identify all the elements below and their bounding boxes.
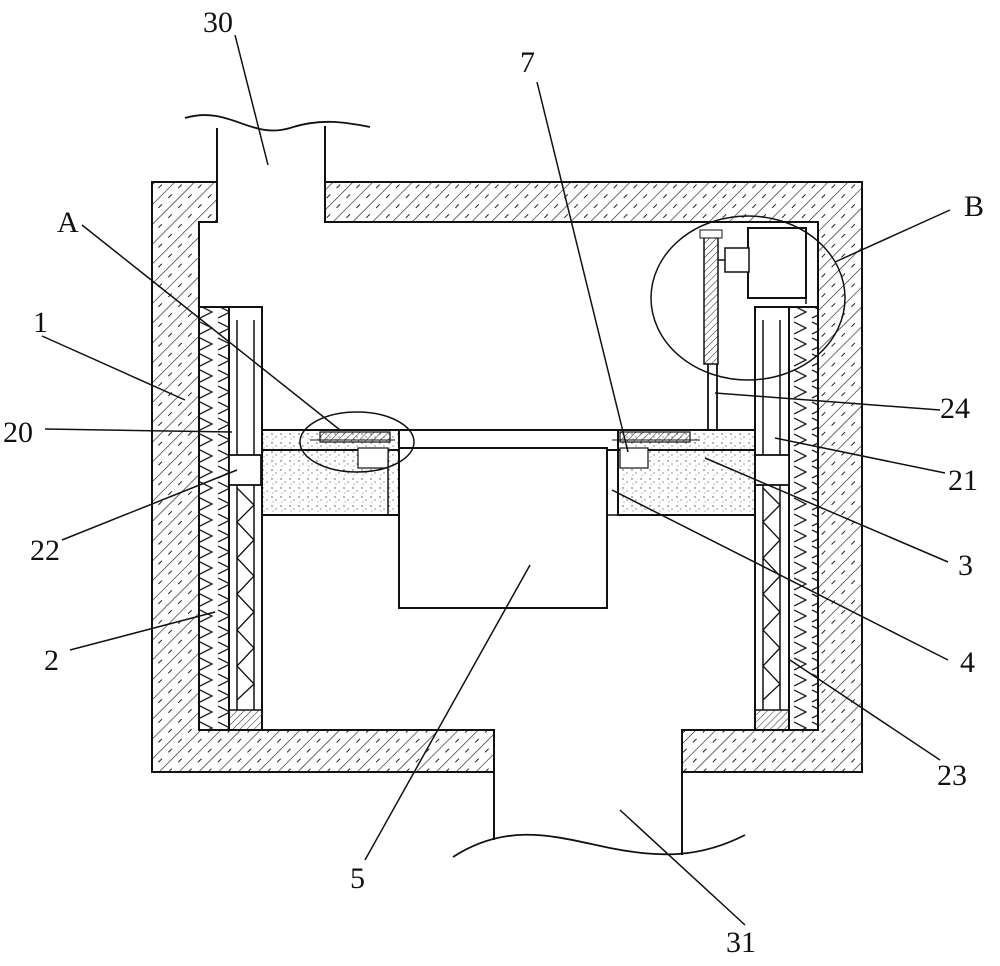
- label-24: 24: [940, 392, 970, 425]
- label-b: B: [964, 190, 984, 223]
- left-inner-wall: [198, 306, 263, 731]
- label-2: 2: [44, 644, 59, 677]
- label-30: 30: [203, 6, 233, 39]
- filter-cartridge: [387, 447, 619, 609]
- label-1: 1: [33, 306, 48, 339]
- detail-circle-b: [650, 215, 846, 381]
- detail-circle-a: [299, 411, 415, 473]
- label-22: 22: [30, 534, 60, 567]
- label-7: 7: [520, 46, 535, 79]
- label-31: 31: [726, 926, 756, 959]
- left-clamp: [310, 431, 395, 469]
- inlet-pipe: [184, 114, 371, 222]
- label-23: 23: [937, 759, 967, 792]
- label-20: 20: [3, 416, 33, 449]
- right-inner-wall: [754, 306, 819, 731]
- label-3: 3: [958, 549, 973, 582]
- leader-lines: [41, 34, 951, 926]
- reference-labels: 30 7 A B 1 20 22 2 24 21 3 4 23 5 31: [3, 6, 984, 959]
- outlet-pipe: [452, 772, 746, 858]
- label-a: A: [57, 206, 79, 239]
- label-4: 4: [960, 646, 975, 679]
- drive-unit: [699, 227, 807, 430]
- label-5: 5: [350, 862, 365, 895]
- label-21: 21: [948, 464, 978, 497]
- right-clamp: [612, 431, 700, 469]
